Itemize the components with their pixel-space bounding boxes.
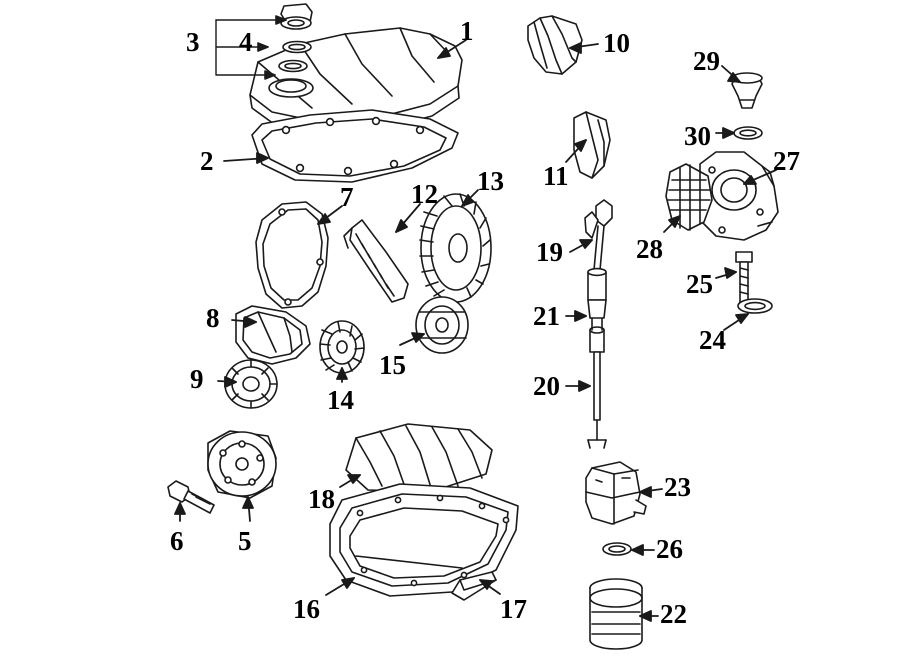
- callout-28: 28: [636, 234, 663, 264]
- part-oring-24: [737, 298, 773, 314]
- callout-29: 29: [693, 46, 720, 76]
- part-oil-pickup-screen: [665, 163, 713, 231]
- part-pulley-bolt: [167, 480, 215, 514]
- part-valve-cover-gasket: [251, 109, 459, 183]
- callout-19: 19: [536, 237, 563, 267]
- callout-5: 5: [238, 526, 252, 556]
- part-timing-belt-cover: [255, 201, 329, 309]
- part-upper-shield: [527, 15, 583, 75]
- part-crank-pulley: [207, 430, 277, 499]
- callout-2: 2: [200, 146, 214, 176]
- part-filler-seals: [278, 40, 312, 73]
- leader-lines: [174, 39, 777, 622]
- callout-15: 15: [379, 350, 406, 380]
- callout-12: 12: [411, 179, 438, 209]
- part-crank-sprocket: [319, 320, 365, 374]
- part-bracket-11: [573, 111, 611, 179]
- part-tensioner-pulley: [415, 296, 469, 354]
- part-seal-26: [602, 542, 632, 556]
- callout-26: 26: [656, 534, 683, 564]
- callout-25: 25: [686, 269, 713, 299]
- callout-10: 10: [603, 28, 630, 58]
- callout-14: 14: [327, 385, 354, 415]
- part-oil-cooler: [585, 461, 647, 525]
- callout-1: 1: [460, 16, 474, 46]
- callout-7: 7: [340, 182, 354, 212]
- callout-9: 9: [190, 364, 204, 394]
- callout-3: 3: [186, 27, 200, 57]
- callout-6: 6: [170, 526, 184, 556]
- callout-16: 16: [293, 594, 320, 624]
- callout-24: 24: [699, 325, 726, 355]
- callout-22: 22: [660, 599, 687, 629]
- callout-27: 27: [773, 146, 800, 176]
- callout-18: 18: [308, 484, 335, 514]
- part-camshaft-sprocket: [419, 193, 492, 303]
- callout-8: 8: [206, 303, 220, 333]
- callout-13: 13: [477, 166, 504, 196]
- part-dipstick-assembly: [584, 199, 613, 449]
- callout-23: 23: [664, 472, 691, 502]
- part-sprocket-9: [224, 359, 278, 409]
- callout-4: 4: [239, 27, 253, 57]
- callout-11: 11: [543, 161, 569, 191]
- part-timing-belt: [343, 219, 409, 303]
- part-seal-30: [733, 126, 763, 140]
- part-oil-filter: [589, 578, 643, 650]
- part-oil-filler-cap: [280, 3, 313, 30]
- callout-bracket-3-4: [215, 15, 287, 80]
- callout-21: 21: [533, 301, 560, 331]
- part-oil-baffle: [345, 423, 493, 493]
- part-lower-timing-cover: [235, 305, 311, 365]
- callout-20: 20: [533, 371, 560, 401]
- part-oil-pump-housing: [699, 151, 779, 241]
- callout-17: 17: [500, 594, 527, 624]
- callout-30: 30: [684, 121, 711, 151]
- part-oil-pan: [329, 483, 519, 597]
- part-bolt-25: [735, 251, 753, 303]
